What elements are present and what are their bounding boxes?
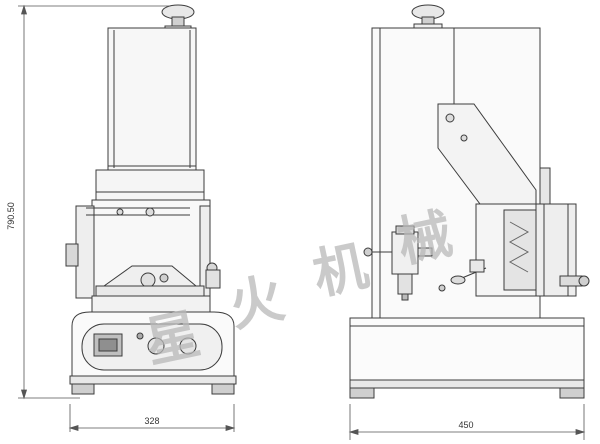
watermark-char-4: 械 (392, 202, 458, 275)
column-body-front (107, 27, 197, 171)
height-dimension-label: 790.50 (6, 202, 16, 230)
side-width-label: 450 (458, 420, 473, 430)
foot-left-front (71, 383, 95, 395)
foot-right-side (559, 387, 585, 399)
foot-left-side (349, 387, 375, 399)
watermark-char-3: 机 (308, 234, 374, 307)
air-valve (363, 225, 433, 301)
lever-side (450, 259, 487, 285)
watermark: 星 火 机 械 (140, 202, 458, 375)
frame-mid-front (95, 169, 205, 201)
side-width-dimension (348, 404, 586, 440)
base-side (349, 317, 585, 381)
spring-plate (503, 209, 537, 291)
handwheel-front (161, 4, 195, 31)
side-view (349, 4, 590, 399)
foot-right-front (211, 383, 235, 395)
front-view (65, 4, 237, 395)
height-dimension (18, 4, 170, 400)
front-width-label: 328 (144, 416, 159, 426)
handwheel-side (411, 4, 445, 29)
watermark-char-2: 火 (224, 266, 290, 339)
front-width-dimension (68, 404, 236, 432)
watermark-char-1: 星 (140, 302, 206, 375)
